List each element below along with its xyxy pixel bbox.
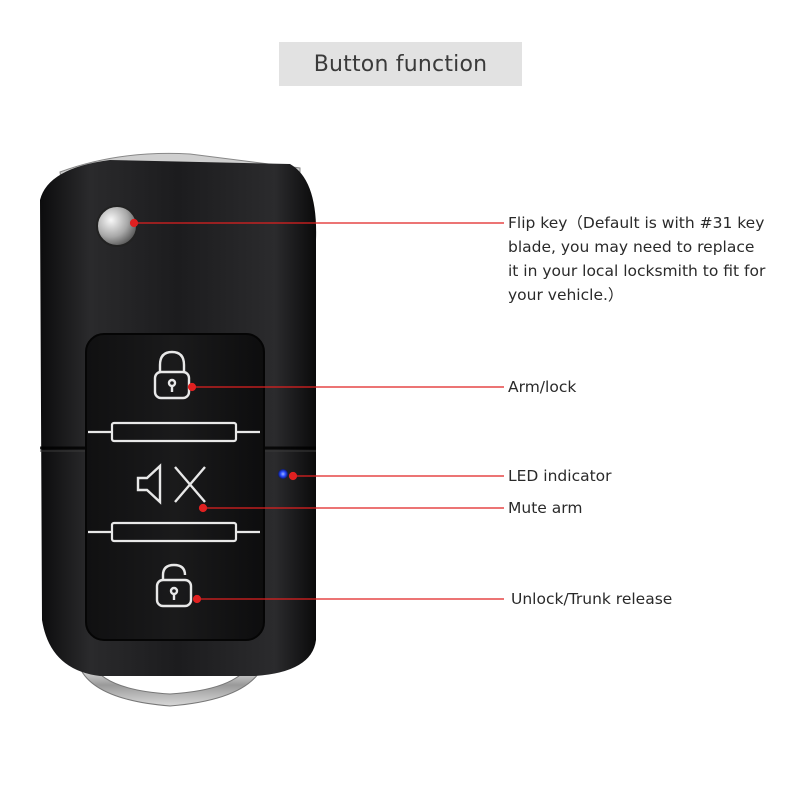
callout-arm-lock: Arm/lock xyxy=(508,378,577,396)
callout-flip-key-line-2: blade, you may need to replace xyxy=(508,238,755,256)
button-pad xyxy=(85,333,265,641)
callout-unlock-trunk: Unlock/Trunk release xyxy=(511,590,673,608)
button-divider-bottom xyxy=(88,521,260,543)
title-box: Button function xyxy=(279,42,522,86)
callout-mute-arm: Mute arm xyxy=(508,499,583,517)
callout-flip-key-line-3: it in your local locksmith to fit for xyxy=(508,262,766,280)
callout-led-indicator: LED indicator xyxy=(508,467,612,485)
mute-icon[interactable] xyxy=(136,463,206,505)
callout-flip-key-line-1: Flip key（Default is with #31 key xyxy=(508,214,765,232)
pointer-dot-arm-lock xyxy=(187,382,197,392)
flip-key-release-button[interactable] xyxy=(96,205,138,247)
callout-flip-key-line-4: your vehicle.） xyxy=(508,286,624,304)
button-divider-top xyxy=(88,421,260,443)
unlock-icon[interactable] xyxy=(155,563,193,608)
pointer-dot-unlock xyxy=(192,594,202,604)
pointer-dot-led xyxy=(288,471,298,481)
pointer-dot-flip-key xyxy=(129,218,139,228)
pointer-dot-mute xyxy=(198,503,208,513)
callout-flip-key: Flip key（Default is with #31 key blade, … xyxy=(508,211,765,307)
page-title: Button function xyxy=(313,51,488,77)
callout-pointers xyxy=(129,218,504,604)
led-indicator-light xyxy=(278,469,288,479)
